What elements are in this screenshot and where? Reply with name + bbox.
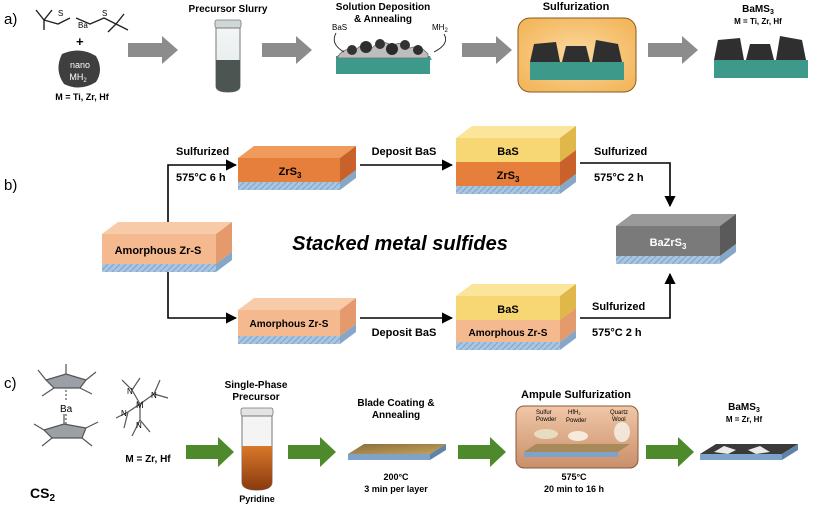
step2-title-1: Blade Coating & [357, 398, 434, 409]
product-c: BaMS3 [728, 402, 760, 414]
path-bottom-left [167, 272, 238, 324]
amide-molecule [115, 377, 169, 437]
arrow-a3 [462, 36, 512, 64]
ampule-temp: 575°C [561, 472, 587, 482]
sulfurized-right-top-label: Sulfurized [594, 146, 647, 158]
nano-mh2-particle [58, 50, 100, 88]
hfh2-powder-1: HfH2 [568, 410, 581, 416]
pyridine-vial [240, 407, 274, 491]
product-film-c [700, 444, 798, 460]
mh2-tag: MH2 [432, 23, 448, 34]
pyridine-label: Pyridine [239, 494, 275, 504]
bas-pointer [333, 32, 345, 53]
bazrs3-block [616, 214, 736, 264]
n-atom-4: N [136, 421, 142, 430]
panel-b: b) Amorphous Zr-S Sulfurized 575°C 6 h Z… [4, 126, 736, 350]
quartz-wool-1: Quartz [610, 410, 628, 416]
barocene-molecule [33, 364, 99, 447]
n-atom-3: N [121, 409, 127, 418]
m-note-a: M = Ti, Zr, Hf [55, 92, 110, 102]
panel-b-label: b) [4, 177, 17, 194]
cond-right-bottom-label: 575°C 2 h [592, 327, 642, 339]
amorphous-stack-bottom-label: Amorphous Zr-S [469, 328, 548, 339]
ba-atom-c: Ba [60, 404, 73, 415]
path-top-left [167, 159, 238, 222]
arrow-a1 [128, 36, 178, 64]
mh-label: MH2 [69, 72, 87, 84]
ba-thiolate-molecule [35, 9, 129, 33]
cond-top-label: 575°C 6 h [176, 172, 226, 184]
slurry-vial [214, 19, 242, 93]
sulfur-powder-1: Sulfur [536, 410, 552, 416]
arrow-a2 [262, 36, 312, 64]
path-right-bottom [580, 272, 676, 319]
amorphous-block-bottom [238, 298, 356, 344]
panel-a-label: a) [4, 11, 17, 28]
hfh2-powder-2: Powder [566, 418, 586, 424]
deposition-film [336, 39, 432, 74]
product-a: BaMS3 [742, 4, 774, 16]
bas-bottom-label: BaS [497, 304, 518, 316]
cond-right-top-label: 575°C 2 h [594, 172, 644, 184]
arrow-a4 [648, 36, 698, 64]
panel-c: c) Ba M N N N N M = Zr, Hf CS2 Single-Ph… [4, 364, 798, 504]
zrs3-label: ZrS3 [279, 166, 302, 180]
amorphous-block-left [102, 222, 232, 272]
bas-amorphous-stack [456, 284, 576, 350]
step2-time: 3 min per layer [364, 484, 428, 494]
molecule-ba: Ba [78, 21, 88, 30]
product-film-a [714, 36, 808, 78]
mh2-pointer [433, 33, 447, 53]
step2-title-2: Annealing [372, 410, 420, 421]
product-a-note: M = Ti, Zr, Hf [734, 17, 782, 26]
panel-a: a) S Ba S + nano MH2 M = Ti, Zr, Hf Prec… [4, 1, 808, 102]
deposition-title-2: & Annealing [354, 14, 412, 25]
nano-label: nano [70, 60, 90, 70]
step3-title: Ampule Sulfurization [521, 389, 631, 401]
n-atom-2: N [151, 391, 157, 400]
sulfurized-top-label: Sulfurized [176, 146, 229, 158]
cs2-label: CS2 [30, 485, 55, 504]
arrow-c3 [458, 437, 506, 467]
precursor-slurry-title: Precursor Slurry [189, 4, 268, 15]
sulfurization-furnace [517, 17, 637, 93]
arrow-c1 [186, 437, 234, 467]
molecule-s-left: S [58, 9, 63, 18]
stacked-title: Stacked metal sulfides [292, 233, 508, 255]
sulfurization-title: Sulfurization [543, 1, 610, 13]
amorphous-left-label: Amorphous Zr-S [115, 245, 202, 257]
path-right-top [580, 162, 676, 208]
arrow-c4 [646, 437, 694, 467]
step3-time: 20 min to 16 h [544, 484, 604, 494]
bas-tag: BaS [332, 23, 347, 32]
sulfur-powder-2: Powder [536, 417, 556, 423]
step1-title-2: Precursor [232, 392, 279, 403]
deposit-bottom-label: Deposit BaS [372, 327, 437, 339]
plus-sign: + [76, 34, 84, 49]
quartz-wool-2: Wool [612, 417, 626, 423]
step1-title-1: Single-Phase [225, 380, 288, 391]
ampule [515, 405, 639, 469]
bas-top-label: BaS [497, 146, 518, 158]
molecule-s-right: S [102, 9, 107, 18]
bas-zrs3-stack [456, 126, 576, 194]
m-atom-c: M [136, 400, 144, 410]
sulfurized-right-bottom-label: Sulfurized [592, 301, 645, 313]
zrs3-block [238, 146, 356, 190]
n-atom-1: N [127, 387, 133, 396]
step2-temp: 200°C [383, 472, 409, 482]
m-note-c: M = Zr, Hf [125, 454, 171, 465]
arrow-c2 [288, 437, 336, 467]
deposition-title-1: Solution Deposition [336, 2, 430, 13]
bazrs3-label: BaZrS3 [650, 237, 687, 251]
amorphous-bottom-label: Amorphous Zr-S [250, 319, 329, 330]
blade-coated-film [348, 444, 446, 460]
product-c-note: M = Zr, Hf [726, 415, 763, 424]
panel-c-label: c) [4, 375, 17, 392]
deposit-top-label: Deposit BaS [372, 146, 437, 158]
zrs3-stack-label: ZrS3 [497, 170, 520, 184]
